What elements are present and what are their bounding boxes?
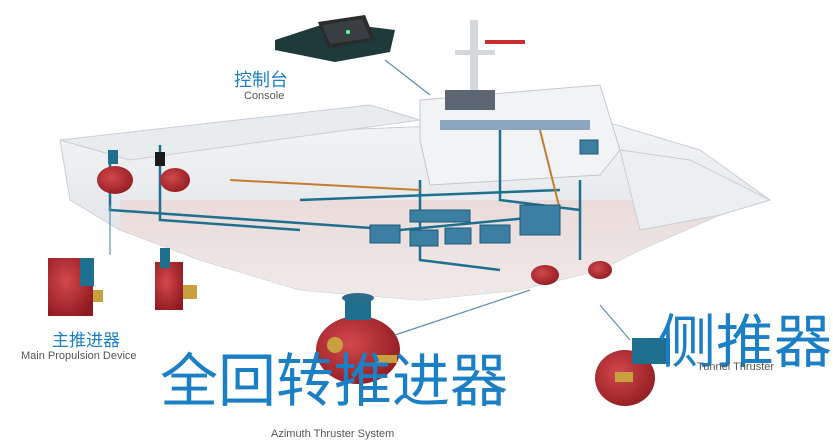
leader-lines xyxy=(109,59,631,341)
main-propulsion-label-cn: 主推进器 xyxy=(52,331,120,351)
console-label-cn: 控制台 xyxy=(234,70,288,91)
mast xyxy=(470,20,478,110)
ship-bow xyxy=(619,149,772,231)
bridge-windows xyxy=(440,120,590,130)
stern-propulsion xyxy=(97,150,190,194)
console-device-image xyxy=(275,15,395,62)
tunnel-title: 侧推器 xyxy=(658,308,833,376)
engine-room-equipment xyxy=(369,139,599,247)
azimuth-title: 全回转推进器 xyxy=(160,347,509,415)
hull-azimuth-pods xyxy=(531,261,612,285)
console-label-en: Console xyxy=(244,90,285,102)
azimuth-label-en: Azimuth Thruster System xyxy=(271,428,395,440)
azimuth-thruster-image xyxy=(316,293,400,384)
tunnel-thruster-image xyxy=(595,338,670,406)
tunnel-label-en: Tunnel Thruster xyxy=(697,361,775,373)
main-propulsion-label-en: Main Propulsion Device xyxy=(21,350,137,362)
main-propulsion-device-image xyxy=(48,248,197,316)
